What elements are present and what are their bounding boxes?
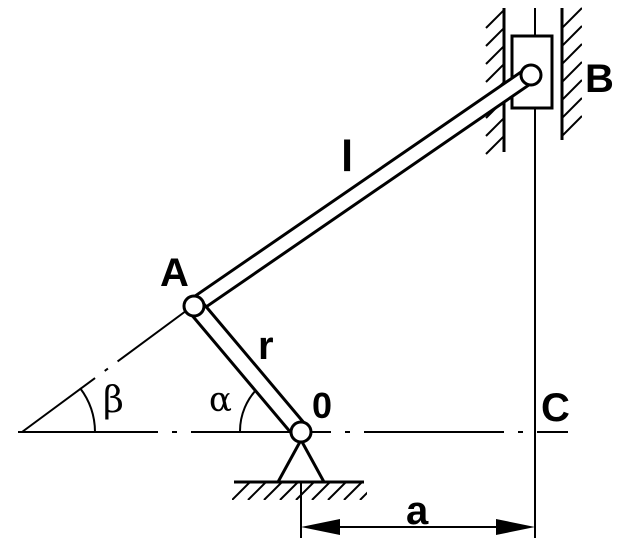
link-r (185, 298, 310, 439)
joint-B (519, 63, 543, 87)
label-point-B: B (585, 57, 614, 101)
slider-guide-left-wall (485, 8, 506, 155)
label-point-C: C (541, 386, 570, 430)
joint-A (182, 294, 206, 318)
slider-guide-right-wall (560, 7, 582, 140)
joint-O (289, 420, 313, 444)
link-l (189, 66, 535, 315)
label-distance-a: a (406, 489, 429, 533)
angle-beta-arc (79, 387, 96, 433)
fixed-support (232, 438, 367, 500)
label-point-A: A (160, 251, 189, 295)
label-angle-alpha: α (209, 380, 232, 420)
link-l-extension-line (21, 304, 195, 433)
label-point-O: 0 (312, 385, 332, 426)
dimension-a (301, 519, 535, 535)
label-angle-beta: β (103, 380, 124, 421)
label-link-l: l (341, 132, 353, 181)
label-link-r: r (258, 324, 274, 368)
